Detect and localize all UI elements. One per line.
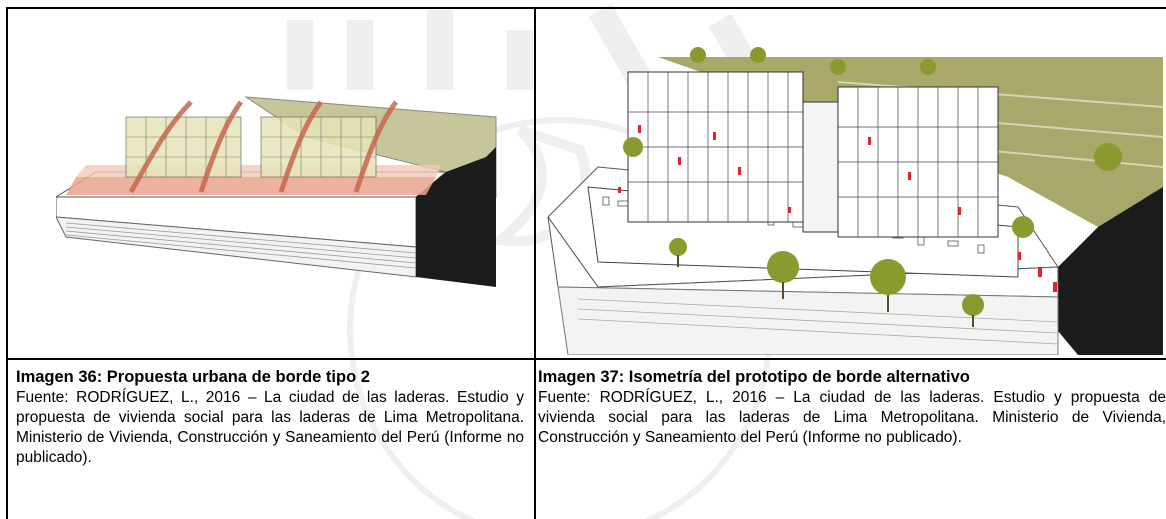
figure-36-source: Fuente: RODRÍGUEZ, L., 2016 – La ciudad … xyxy=(16,389,524,466)
tree-group xyxy=(623,47,1122,316)
caption-figure-36: Imagen 36: Propuesta urbana de borde tip… xyxy=(16,367,524,468)
figure-36-title: Imagen 36: Propuesta urbana de borde tip… xyxy=(16,368,370,386)
figure-37-illustration xyxy=(547,47,1163,355)
terrain-dark xyxy=(416,147,496,287)
terrain-dark xyxy=(1038,187,1163,355)
red-path xyxy=(66,177,436,195)
figure-36-illustration xyxy=(56,96,497,287)
figure-37-source: Fuente: RODRÍGUEZ, L., 2016 – La ciudad … xyxy=(538,389,1166,446)
figure-37-title: Imagen 37: Isometría del prototipo de bo… xyxy=(538,368,970,386)
figure-table: Imagen 36: Propuesta urbana de borde tip… xyxy=(6,7,1166,519)
caption-figure-37: Imagen 37: Isometría del prototipo de bo… xyxy=(538,367,1166,448)
